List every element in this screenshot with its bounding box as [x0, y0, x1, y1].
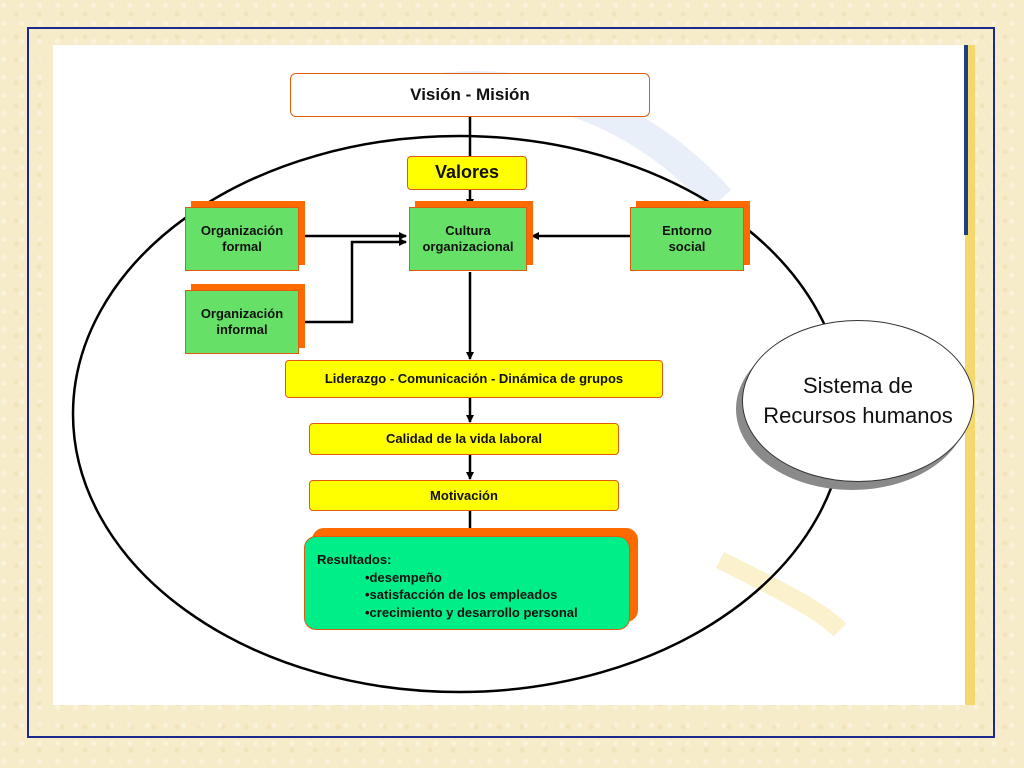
resultados-title: Resultados:: [317, 552, 392, 567]
calidad-label: Calidad de la vida laboral: [385, 431, 543, 447]
org-informal-label-line1: Organización: [200, 306, 284, 322]
vision-mision-box: Visión - Misión: [290, 73, 650, 117]
vision-mision-label: Visión - Misión: [410, 84, 530, 104]
org-formal-label-line1: Organización: [200, 223, 284, 239]
motivacion-label: Motivación: [430, 487, 498, 503]
valores-box: Valores: [407, 156, 527, 190]
liderazgo-box: Liderazgo - Comunicación - Dinámica de g…: [285, 360, 663, 398]
resultados-item: •desempeño: [365, 569, 442, 585]
org-informal-label-line2: informal: [216, 322, 268, 337]
sistema-label-line2: Recursos humanos: [763, 403, 953, 428]
valores-label: Valores: [434, 162, 500, 183]
entorno-label-line1: Entorno: [662, 223, 712, 239]
cultura-label-line2: organizacional: [422, 239, 514, 254]
gold-side-bar: [965, 45, 975, 705]
resultados-box: Resultados: •desempeño •satisfacción de …: [304, 536, 630, 630]
watermark-swoosh-2: [715, 551, 847, 637]
calidad-box: Calidad de la vida laboral: [309, 423, 619, 455]
cultura-label-line1: Cultura: [445, 223, 491, 239]
slide-frame: [27, 27, 995, 738]
arrow-informal-cultura: [302, 238, 407, 324]
sistema-label-line1: Sistema de: [802, 373, 914, 399]
liderazgo-label: Liderazgo - Comunicación - Dinámica de g…: [324, 371, 624, 387]
sistema-bubble: Sistema de Recursos humanos: [742, 320, 974, 482]
resultados-item: •satisfacción de los empleados: [365, 587, 558, 603]
org-formal-label-line2: formal: [222, 239, 262, 254]
navy-side-bar: [964, 45, 968, 235]
resultados-item: •crecimiento y desarrollo personal: [365, 604, 578, 620]
motivacion-box: Motivación: [309, 480, 619, 511]
entorno-label-line2: social: [668, 239, 706, 254]
